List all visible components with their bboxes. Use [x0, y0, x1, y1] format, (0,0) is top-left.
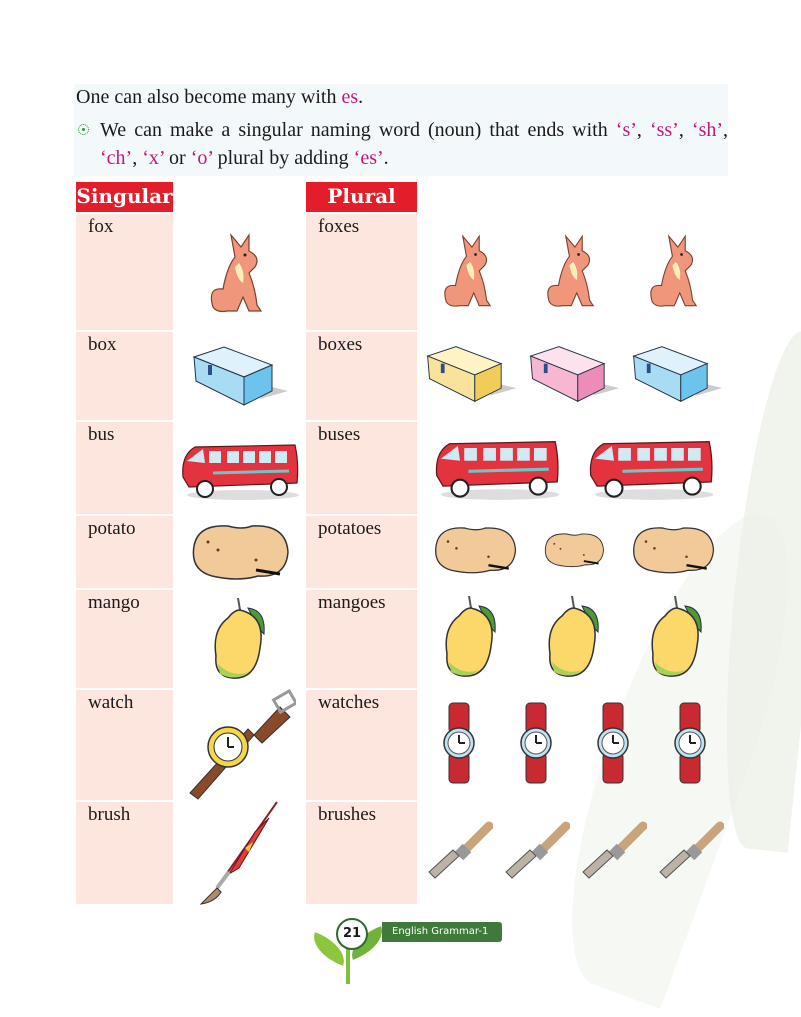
singular-cell: fox	[76, 214, 173, 330]
singular-word: bus	[88, 424, 115, 445]
fox-icon	[439, 228, 503, 316]
watch-icon	[516, 701, 556, 789]
singular-cell: watch	[76, 690, 173, 800]
fox-icon	[542, 228, 606, 316]
potato-icon	[629, 523, 717, 581]
bus-icon	[586, 429, 716, 507]
watch-icon	[593, 701, 633, 789]
singular-cell: potato	[76, 516, 173, 588]
watch-icon	[176, 689, 304, 800]
singular-cell: brush	[76, 802, 173, 904]
singular-word: fox	[88, 216, 114, 237]
brush-icon	[502, 820, 570, 886]
brush-icon	[579, 820, 647, 886]
plural-pictures	[420, 516, 728, 588]
singular-word: mango	[88, 592, 140, 613]
potato-icon	[176, 516, 304, 588]
header-singular: Singular	[76, 182, 173, 212]
intro-title: One can also become many with es.	[76, 86, 364, 108]
brush-icon	[425, 820, 493, 886]
brush-icon	[176, 801, 304, 905]
box-icon	[526, 341, 622, 411]
singular-cell: bus	[76, 422, 173, 514]
singular-word: box	[88, 334, 117, 355]
mango-icon	[542, 592, 606, 686]
plural-word: brushes	[318, 804, 377, 825]
box-icon	[629, 341, 725, 411]
bus-icon	[432, 429, 562, 507]
mango-icon	[645, 592, 709, 686]
book-title: English Grammar-1	[382, 922, 502, 942]
plural-word: boxes	[318, 334, 363, 355]
mango-icon	[439, 592, 503, 686]
watch-icon	[439, 701, 479, 789]
brush-icon	[656, 820, 724, 886]
intro-box: One can also become many with es. We can…	[74, 84, 728, 176]
plant-stem-icon	[346, 948, 350, 984]
page-footer: English Grammar-1 21	[290, 910, 520, 1010]
box-icon	[423, 341, 519, 411]
fox-icon	[176, 214, 304, 330]
plural-pictures	[420, 214, 728, 330]
potato-icon	[431, 523, 519, 581]
page-number: 21	[336, 918, 368, 950]
plural-word: watches	[318, 692, 380, 713]
plural-pictures	[420, 422, 728, 514]
plural-cell: potatoes	[306, 516, 417, 588]
singular-word: watch	[88, 692, 134, 713]
plural-cell: mangoes	[306, 590, 417, 688]
singular-word: brush	[88, 804, 131, 825]
plural-cell: boxes	[306, 332, 417, 420]
plural-cell: foxes	[306, 214, 417, 330]
fox-icon	[645, 228, 709, 316]
plural-pictures	[420, 802, 728, 904]
plural-word: foxes	[318, 216, 360, 237]
plural-word: buses	[318, 424, 361, 445]
box-icon	[176, 332, 304, 420]
bus-icon	[176, 422, 304, 514]
bullet-icon	[78, 124, 89, 135]
plural-pictures	[420, 332, 728, 420]
potato-icon	[542, 530, 606, 574]
header-plural: Plural	[306, 182, 417, 212]
plural-cell: watches	[306, 690, 417, 800]
plural-word: potatoes	[318, 518, 382, 539]
singular-cell: box	[76, 332, 173, 420]
plural-pictures	[420, 590, 728, 688]
mango-icon	[176, 590, 304, 688]
plural-word: mangoes	[318, 592, 386, 613]
singular-word: potato	[88, 518, 136, 539]
watch-icon	[670, 701, 710, 789]
singular-cell: mango	[76, 590, 173, 688]
plural-cell: buses	[306, 422, 417, 514]
plural-cell: brushes	[306, 802, 417, 904]
plural-pictures	[420, 690, 728, 800]
rule-text: We can make a singular naming word (noun…	[100, 119, 729, 169]
